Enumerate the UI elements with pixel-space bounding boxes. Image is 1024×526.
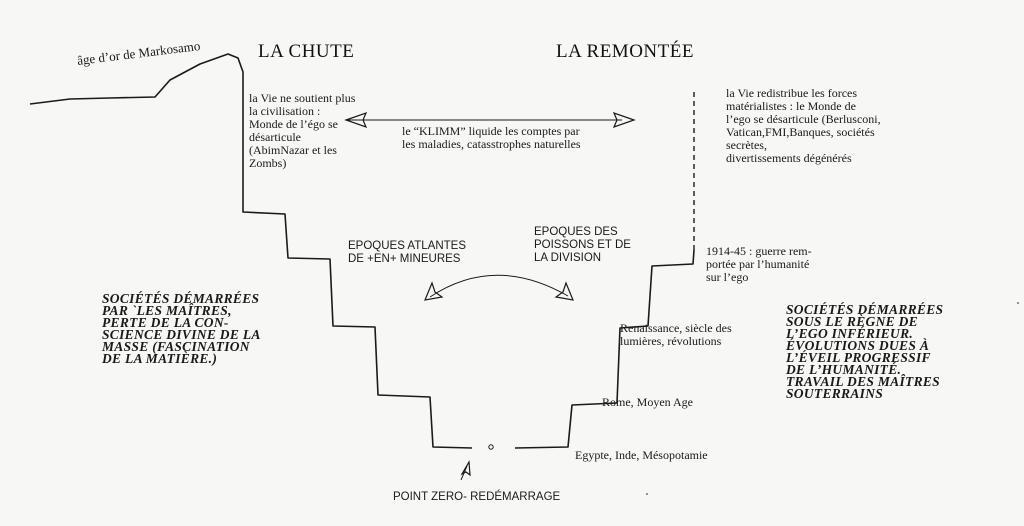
rise-staircase-line <box>514 249 695 449</box>
fall-staircase-line <box>29 53 473 449</box>
heading-rise: LA REMONTÉE <box>556 41 694 62</box>
zero-point-arrow <box>460 460 471 481</box>
zero-point-marker <box>488 444 494 450</box>
heading-fall: LA CHUTE <box>258 41 355 62</box>
label-egypt: Egypte, Inde, Mésopotamie <box>575 448 708 462</box>
label-rome: Rome, Moyen Age <box>602 395 693 409</box>
label-zero-point: POINT ZERO- REDÉMARRAGE <box>393 491 561 503</box>
label-war: 1914-45 : guerre rem- portée par l’human… <box>706 244 812 284</box>
text-block-right: SOCIÉTÉS DÉMARRÉES SOUS LE RÈGNE DE L’EG… <box>786 302 944 401</box>
stray-dot <box>1017 302 1019 304</box>
label-renaissance: Renaissance, siècle des lumières, révolu… <box>620 321 732 348</box>
label-epochs-atlantean: EPOQUES ATLANTES DE +EN+ MINEURES <box>348 240 467 265</box>
text-block-left: SOCIÉTÉS DÉMARRÉES PAR `LES MAÎTRES, PER… <box>102 291 261 366</box>
klimm-double-arrow <box>344 111 636 129</box>
label-life-no-support: la Vie ne soutient plus la civilisation … <box>249 91 356 170</box>
label-epochs-pisces: EPOQUES DES POISSONS ET DE LA DIVISION <box>534 226 631 264</box>
label-life-redistributes: la Vie redistribue les forces matérialis… <box>726 86 881 165</box>
epochs-curved-arrow <box>424 274 574 301</box>
label-klimm: le “KLIMM” liquide les comptes par les m… <box>402 124 581 151</box>
stray-dot <box>646 493 648 495</box>
